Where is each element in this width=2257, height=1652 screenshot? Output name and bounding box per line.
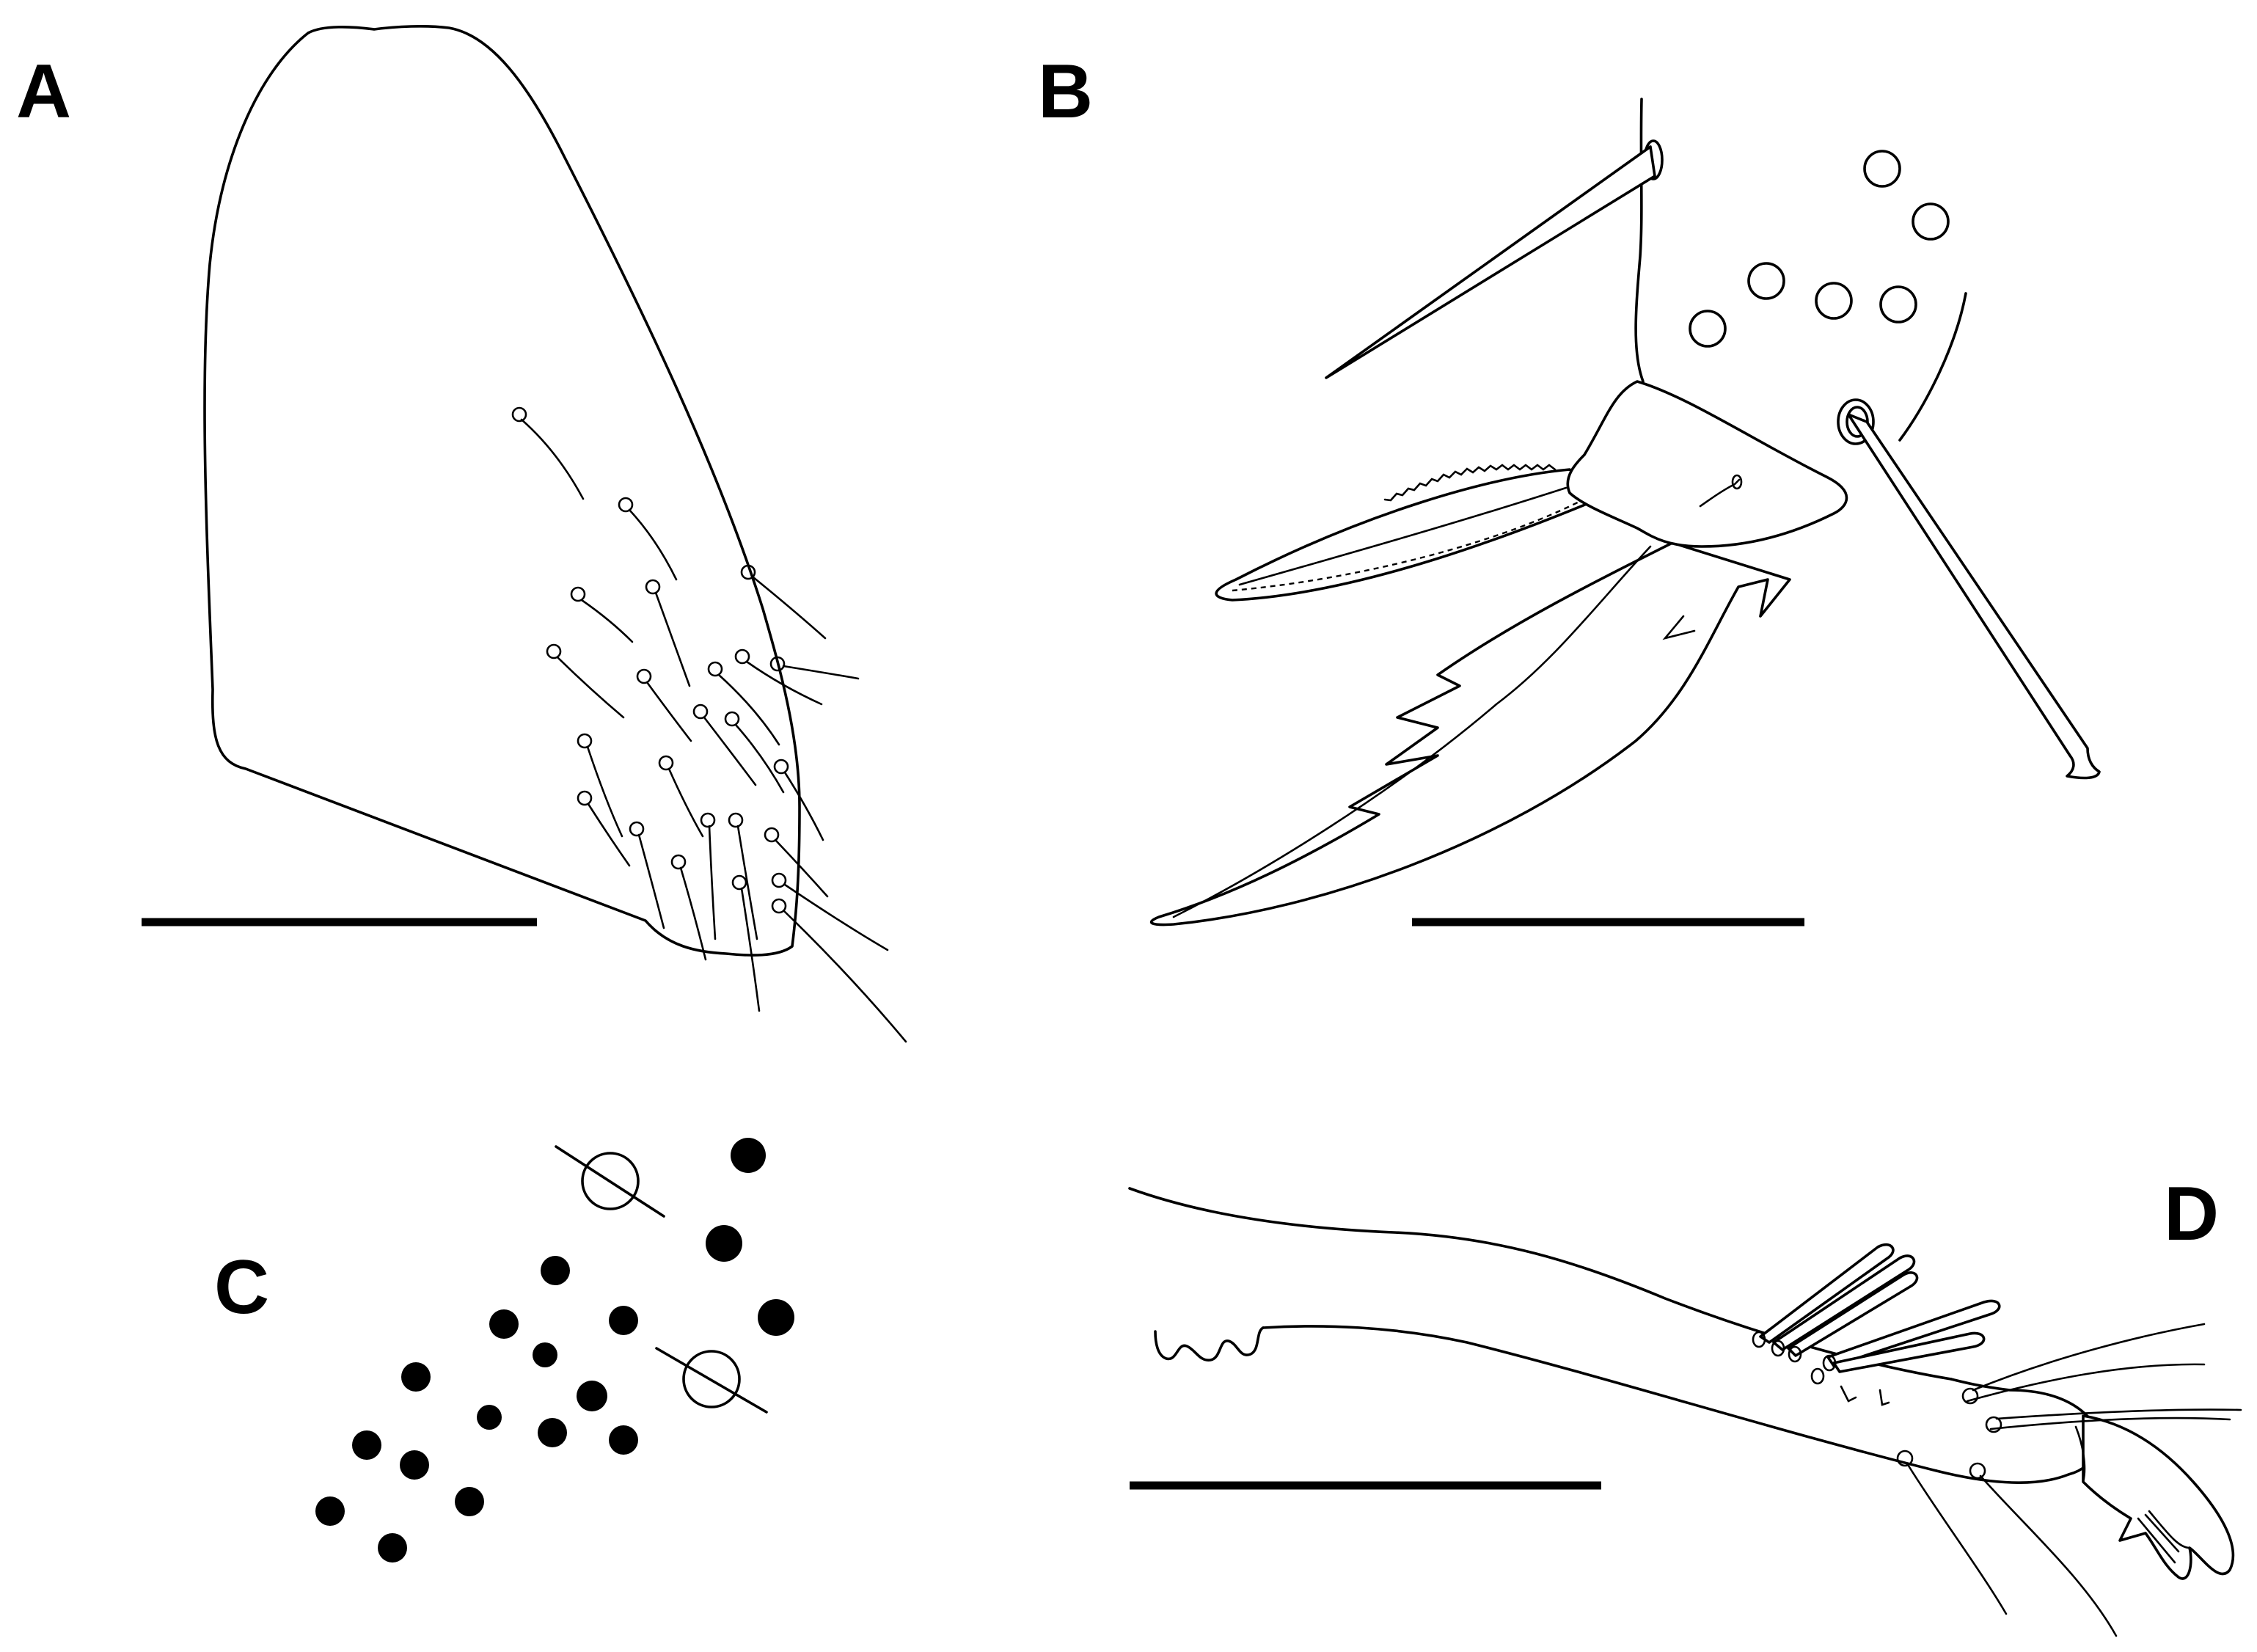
panel-b-empodium-teeth <box>1383 464 1557 502</box>
seta <box>636 668 692 742</box>
panel-d-tarsus <box>1935 1378 2099 1484</box>
seta <box>570 586 634 643</box>
seta <box>658 755 704 838</box>
panel-a-appendage-outline <box>203 25 801 957</box>
crossed-socket <box>555 1145 665 1218</box>
dot <box>731 1138 766 1173</box>
seta <box>773 759 824 841</box>
pore <box>1747 262 1785 300</box>
panel-b-pretarsus <box>1566 380 1848 548</box>
panel-a: A <box>16 25 907 1043</box>
dot <box>400 1450 429 1480</box>
pore <box>1912 202 1950 241</box>
dot <box>352 1430 381 1460</box>
seta <box>511 406 585 500</box>
seta <box>728 812 758 940</box>
panel-a-setae <box>511 406 907 1043</box>
pore <box>1863 150 1901 188</box>
seta <box>577 733 623 838</box>
seta <box>692 703 757 786</box>
panel-c-dots <box>315 1138 794 1563</box>
dot <box>538 1418 567 1447</box>
dot <box>609 1425 638 1455</box>
panel-b-main-claw <box>1149 541 1791 926</box>
dot <box>455 1487 484 1516</box>
dot <box>706 1225 742 1262</box>
seta <box>546 643 625 719</box>
panel-d-claw-inner <box>2074 1425 2191 1549</box>
pore <box>1879 285 1917 324</box>
panel-d-leg-lower-edge <box>1262 1325 1938 1472</box>
seta <box>724 711 785 794</box>
panel-d-tenent-hairs <box>1752 1243 2001 1385</box>
panel-b-empodium-midline-solid <box>1238 486 1568 586</box>
pore <box>1815 282 1853 320</box>
panel-c: C <box>214 1138 794 1563</box>
crossed-socket <box>655 1347 768 1414</box>
seta <box>771 872 889 951</box>
panel-b-main-claw-inner <box>1172 545 1652 918</box>
panel-d-leg-base-notch <box>1154 1326 1265 1362</box>
panel-b: B <box>1038 49 2101 926</box>
dot <box>477 1405 502 1430</box>
panel-b-empodium <box>1215 468 1601 602</box>
dot <box>533 1342 557 1367</box>
panel-d-long-setae <box>1896 1323 2242 1637</box>
dot <box>378 1533 407 1563</box>
seta <box>769 656 860 680</box>
seta <box>740 564 827 640</box>
dot <box>577 1381 607 1411</box>
seta <box>618 497 678 581</box>
seta <box>629 821 665 929</box>
panel-b-clavate-seta <box>1837 398 2101 780</box>
dot <box>609 1306 638 1335</box>
panel-label-c: C <box>214 1245 269 1330</box>
panel-d-sensilla <box>1840 1385 1890 1406</box>
dot <box>489 1309 519 1339</box>
seta <box>645 579 691 687</box>
seta <box>771 898 907 1043</box>
seta <box>577 790 631 867</box>
panel-b-pretarsus-seta <box>1699 478 1741 508</box>
dot <box>401 1362 431 1392</box>
dot <box>758 1299 794 1336</box>
pore <box>1689 310 1727 348</box>
panel-label-a: A <box>16 49 71 134</box>
panel-b-claw-inner-tooth <box>1662 615 1696 640</box>
panel-b-segment-edge <box>1634 98 1645 383</box>
panel-b-pores <box>1689 150 1950 348</box>
seta <box>700 812 717 940</box>
panel-d: D <box>1128 1172 2242 1637</box>
seta <box>764 827 829 898</box>
panel-label-d: D <box>2164 1172 2219 1257</box>
seta <box>707 661 780 746</box>
panel-d-leg-upper-edge <box>1128 1187 1953 1381</box>
seta <box>670 854 707 961</box>
dot <box>541 1256 570 1285</box>
dot <box>315 1496 345 1526</box>
panel-d-claw <box>2082 1414 2235 1580</box>
panel-b-upper-seta <box>1325 139 1664 379</box>
seta <box>734 648 823 706</box>
panel-d-claw-bristle <box>2137 1513 2180 1564</box>
seta <box>731 874 761 1012</box>
panel-b-segment-border <box>1898 292 1967 442</box>
panel-label-b: B <box>1038 49 1093 134</box>
